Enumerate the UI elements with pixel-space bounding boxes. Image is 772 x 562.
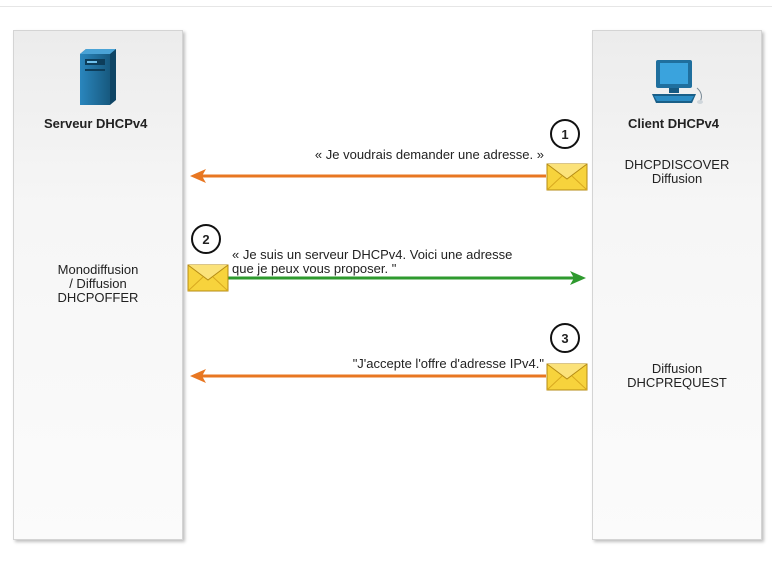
envelope-icon <box>546 163 588 191</box>
server-title: Serveur DHCPv4 <box>44 116 148 131</box>
message-discover-text: « Je voudrais demander une adresse. » <box>314 147 544 162</box>
arrow-request <box>190 369 546 383</box>
envelope-icon <box>187 264 229 292</box>
envelope-icon <box>546 363 588 391</box>
step-badge-2: 2 <box>191 224 221 254</box>
client-panel <box>592 30 762 540</box>
client-discover-label: DHCPDISCOVER Diffusion <box>624 157 730 186</box>
server-panel <box>13 30 183 540</box>
server-cast-label: Monodiffusion / Diffusion DHCPOFFER <box>57 262 139 305</box>
step-badge-1: 1 <box>550 119 580 149</box>
message-offer-text: « Je suis un serveur DHCPv4. Voici une a… <box>232 247 513 276</box>
arrow-offer <box>228 271 586 285</box>
top-divider <box>0 6 772 7</box>
desktop-computer-icon <box>652 60 703 104</box>
client-title: Client DHCPv4 <box>628 116 720 131</box>
message-request-text: "J'accepte l'offre d'adresse IPv4." <box>352 356 544 371</box>
client-request-label: Diffusion DHCPREQUEST <box>627 361 727 390</box>
server-tower-icon <box>80 49 116 105</box>
step-badge-3: 3 <box>550 323 580 353</box>
arrow-discover <box>190 169 546 183</box>
